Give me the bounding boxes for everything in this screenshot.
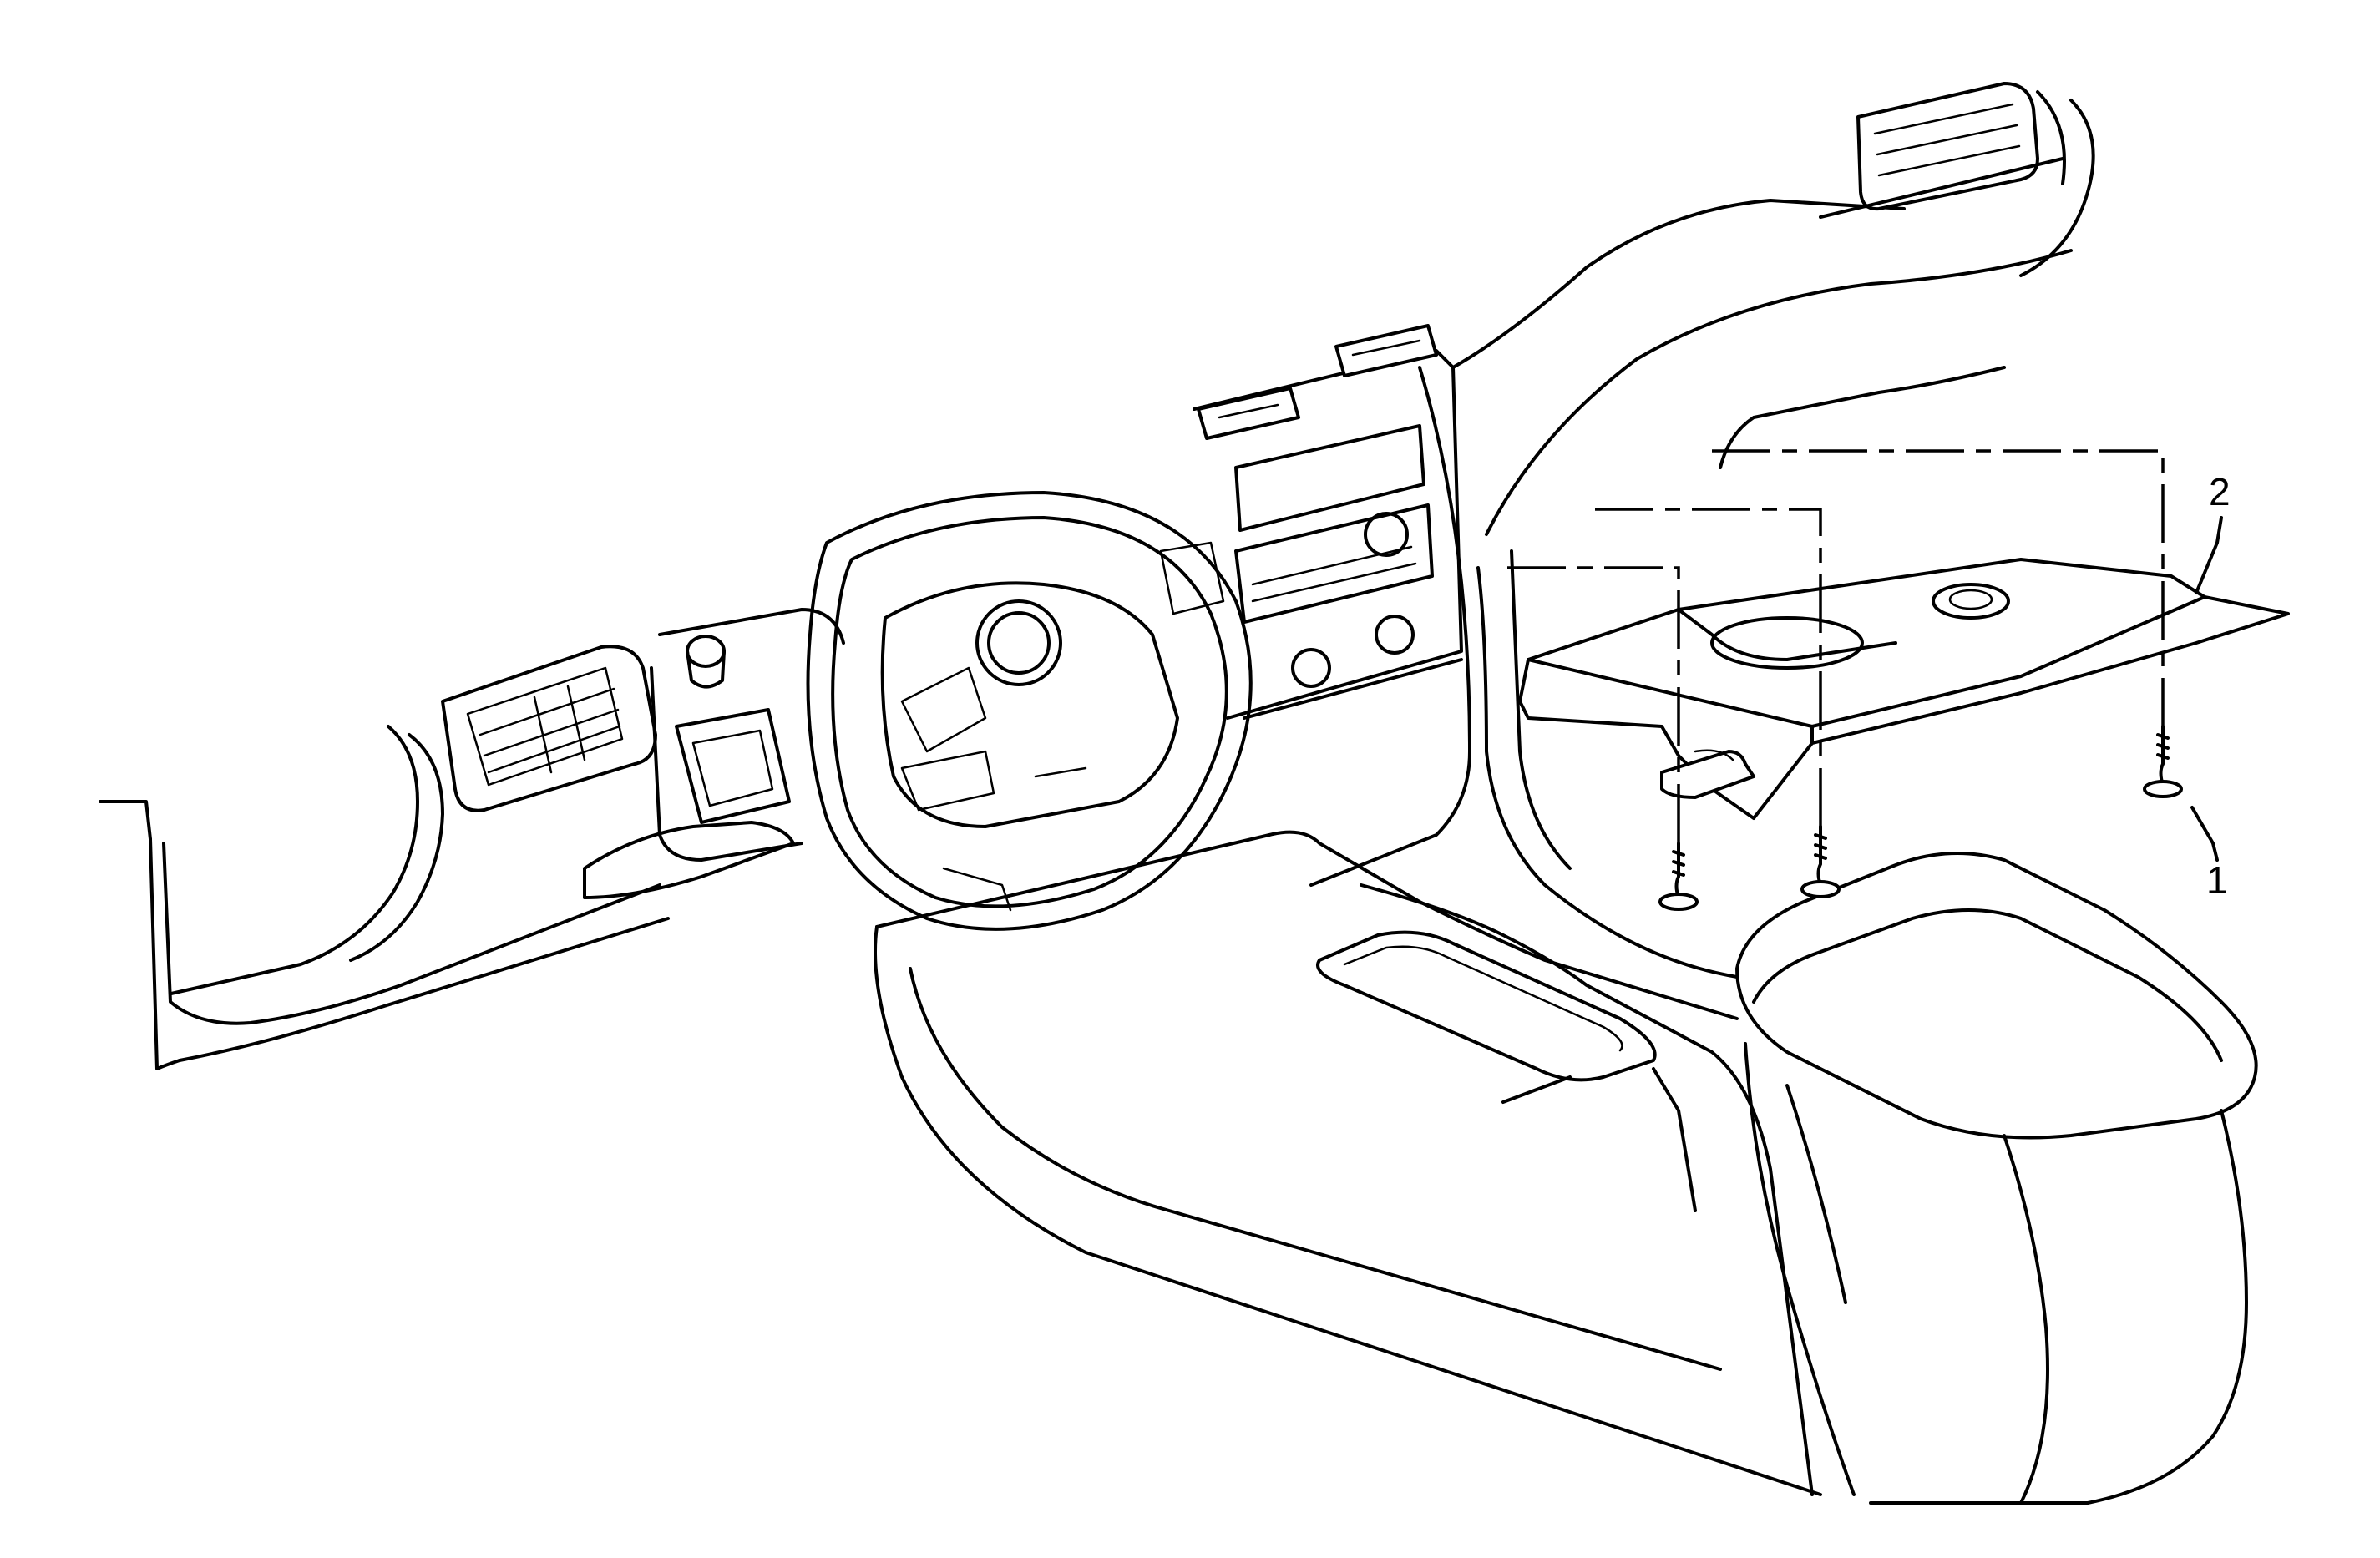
fastener-2	[1800, 825, 1841, 898]
instrument-panel-left-end	[99, 725, 670, 1070]
center-console	[874, 830, 1822, 1496]
leader-lines	[2190, 516, 2223, 862]
console-armrest	[1735, 852, 2258, 1505]
center-stack	[1193, 324, 1471, 887]
fastener-1	[1658, 842, 1699, 911]
fastener-3	[2143, 725, 2183, 798]
alignment-lines	[1507, 449, 2165, 843]
instrument-panel-right	[1451, 82, 2095, 979]
callout-2: 2	[2209, 470, 2231, 513]
fasteners	[1658, 725, 2183, 911]
trim-panel	[1518, 558, 2290, 820]
left-dash-area	[583, 608, 845, 899]
steering-wheel	[806, 491, 1253, 931]
callout-1: 1	[2206, 858, 2228, 902]
left-air-vent	[441, 645, 657, 812]
